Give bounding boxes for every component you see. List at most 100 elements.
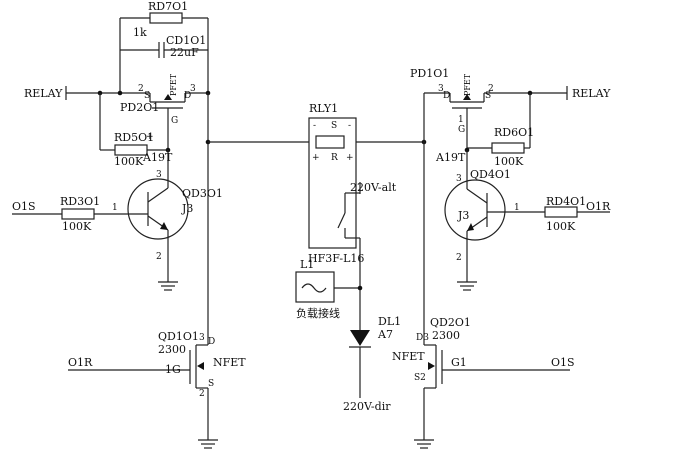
qd101-pin-3: 3 xyxy=(199,333,205,343)
ac-alt-label: 220V-alt xyxy=(350,181,397,194)
pd201-arrow xyxy=(164,94,172,100)
qd101-pin-2: 2 xyxy=(199,389,205,399)
rly1-minus: - xyxy=(313,121,316,131)
pd201-pin-3: 3 xyxy=(190,84,196,94)
qd201-arrow xyxy=(428,362,435,370)
qd201-pin-g1: G1 xyxy=(451,356,467,369)
pd101-pin-s: S xyxy=(485,91,491,101)
rly1-r: R xyxy=(331,153,338,163)
left-pfet-stage: RD7O1 1k CD1O1 22uF RELAY 2 3 S D G PD2O… xyxy=(24,0,211,168)
rd401-resistor xyxy=(544,206,578,218)
rd501-value: 100K xyxy=(114,155,144,168)
left-nfet-stage: O1R QD1O1 2300 NFET 1G 3 D 2 S xyxy=(68,93,246,449)
load-l1-box xyxy=(295,271,335,303)
qd401-pin-3: 3 xyxy=(456,174,462,184)
cd101-label: CD1O1 xyxy=(166,34,206,47)
dl1-value: A7 xyxy=(377,328,393,341)
qd101-arrow xyxy=(197,362,204,370)
rly1-switch-blade xyxy=(337,212,346,229)
right-nfet-stage: O1S QD2O1 2300 NFET G1 D3 S2 xyxy=(392,316,575,449)
load-text: 负载接线 xyxy=(296,306,340,320)
a19t-right-label: A19T xyxy=(435,151,466,164)
qd301-pin-2: 2 xyxy=(156,252,162,262)
o1s-left-label: O1S xyxy=(12,200,36,213)
rly1-label: RLY1 xyxy=(309,102,338,115)
pd201-label: PD2O1 xyxy=(120,101,159,114)
qd101-pin-1g: 1G xyxy=(165,363,181,376)
j3-right-label: J3 xyxy=(457,209,469,222)
rd501-label: RD5O1 xyxy=(114,131,154,144)
dl1-label: DL1 xyxy=(378,315,401,328)
qd301-label: QD3O1 xyxy=(182,187,223,200)
rly-model-label: HF3F-L16 xyxy=(308,252,364,265)
pd201-pin-d: D xyxy=(184,91,191,101)
pd101-arrow xyxy=(463,94,471,100)
rd301-label: RD3O1 xyxy=(60,195,100,208)
j3-left-label: J3 xyxy=(181,202,193,215)
rd501-plus: + xyxy=(146,132,154,142)
qd101-pin-s: S xyxy=(208,379,214,389)
o1r-left-label: O1R xyxy=(68,356,93,369)
pd101-pin-3: 3 xyxy=(438,84,444,94)
pd201-type: PFET xyxy=(169,73,178,96)
qd201-label: QD2O1 xyxy=(430,316,471,329)
ac-dir-label: 220V-dir xyxy=(343,400,391,413)
qd101-value: 2300 xyxy=(158,343,186,356)
o1s-right-label: O1S xyxy=(551,356,575,369)
qd401-label: QD4O1 xyxy=(470,168,511,181)
qd301-pin-1: 1 xyxy=(112,203,118,213)
l1-label: L1 xyxy=(300,258,314,271)
cd101-value: 22uF xyxy=(170,46,199,59)
rd301-resistor xyxy=(61,208,95,220)
qd301-body xyxy=(127,178,189,240)
rd701-resistor xyxy=(149,12,183,24)
pd101-pin-d: D xyxy=(443,91,450,101)
rly1-plus-2: + xyxy=(346,153,354,163)
rd301-value: 100K xyxy=(62,220,92,233)
qd301-collector xyxy=(147,187,169,203)
qd201-pin-s2: S2 xyxy=(414,373,426,383)
o1r-right-label: O1R xyxy=(586,200,611,213)
right-npn-stage: 3 2 QD4O1 J3 RD4O1 100K O1R 1 xyxy=(444,150,611,291)
qd301-pin-3: 3 xyxy=(156,170,162,180)
relay-rly1: RLY1 - S - + R + 220V-alt HF3F-L16 L1 负载… xyxy=(208,102,427,413)
pd101-pin-g: G xyxy=(458,125,465,135)
relay-right-label: RELAY xyxy=(572,87,611,100)
pd201-pin-s: S xyxy=(144,91,150,101)
qd101-label: QD1O1 xyxy=(158,330,199,343)
relay-left-label: RELAY xyxy=(24,87,63,100)
qd101-pin-d: D xyxy=(208,337,215,347)
left-npn-stage: 3 2 QD3O1 J3 O1S RD3O1 100K 1 xyxy=(12,150,223,291)
nfet-right-label: NFET xyxy=(392,350,425,363)
ac-wave-icon xyxy=(301,283,327,293)
rd701-label: RD7O1 xyxy=(148,0,188,13)
rd601-label: RD6O1 xyxy=(494,126,534,139)
qd201-value: 2300 xyxy=(432,329,460,342)
pd101-label: PD1O1 xyxy=(410,67,449,80)
qd201-pin-d3: D3 xyxy=(416,333,429,343)
qd401-pin-2: 2 xyxy=(456,253,462,263)
pd201-pin-2: 2 xyxy=(138,84,144,94)
qd401-body xyxy=(444,179,506,241)
rd601-resistor xyxy=(491,142,525,154)
rd401-value: 100K xyxy=(546,220,576,233)
rly1-s: S xyxy=(331,121,337,131)
nfet-left-label: NFET xyxy=(213,356,246,369)
qd401-arrow xyxy=(467,223,474,231)
rly1-coil xyxy=(315,135,345,149)
rd701-value: 1k xyxy=(133,26,147,39)
pd101-pin-2: 2 xyxy=(488,84,494,94)
pd101-type: PFET xyxy=(463,73,472,96)
junction xyxy=(357,285,363,291)
rd601-value: 100K xyxy=(494,155,524,168)
rd401-label: RD4O1 xyxy=(546,195,586,208)
rly1-minus-2: - xyxy=(348,121,351,131)
junction xyxy=(117,90,123,96)
pd101-pin-1: 1 xyxy=(458,115,464,125)
rly1-plus: + xyxy=(312,153,320,163)
pd201-pin-g: G xyxy=(171,116,178,126)
a19t-left-label: A19T xyxy=(142,151,173,164)
dl1-diode xyxy=(350,330,370,346)
qd401-pin-1: 1 xyxy=(514,203,520,213)
